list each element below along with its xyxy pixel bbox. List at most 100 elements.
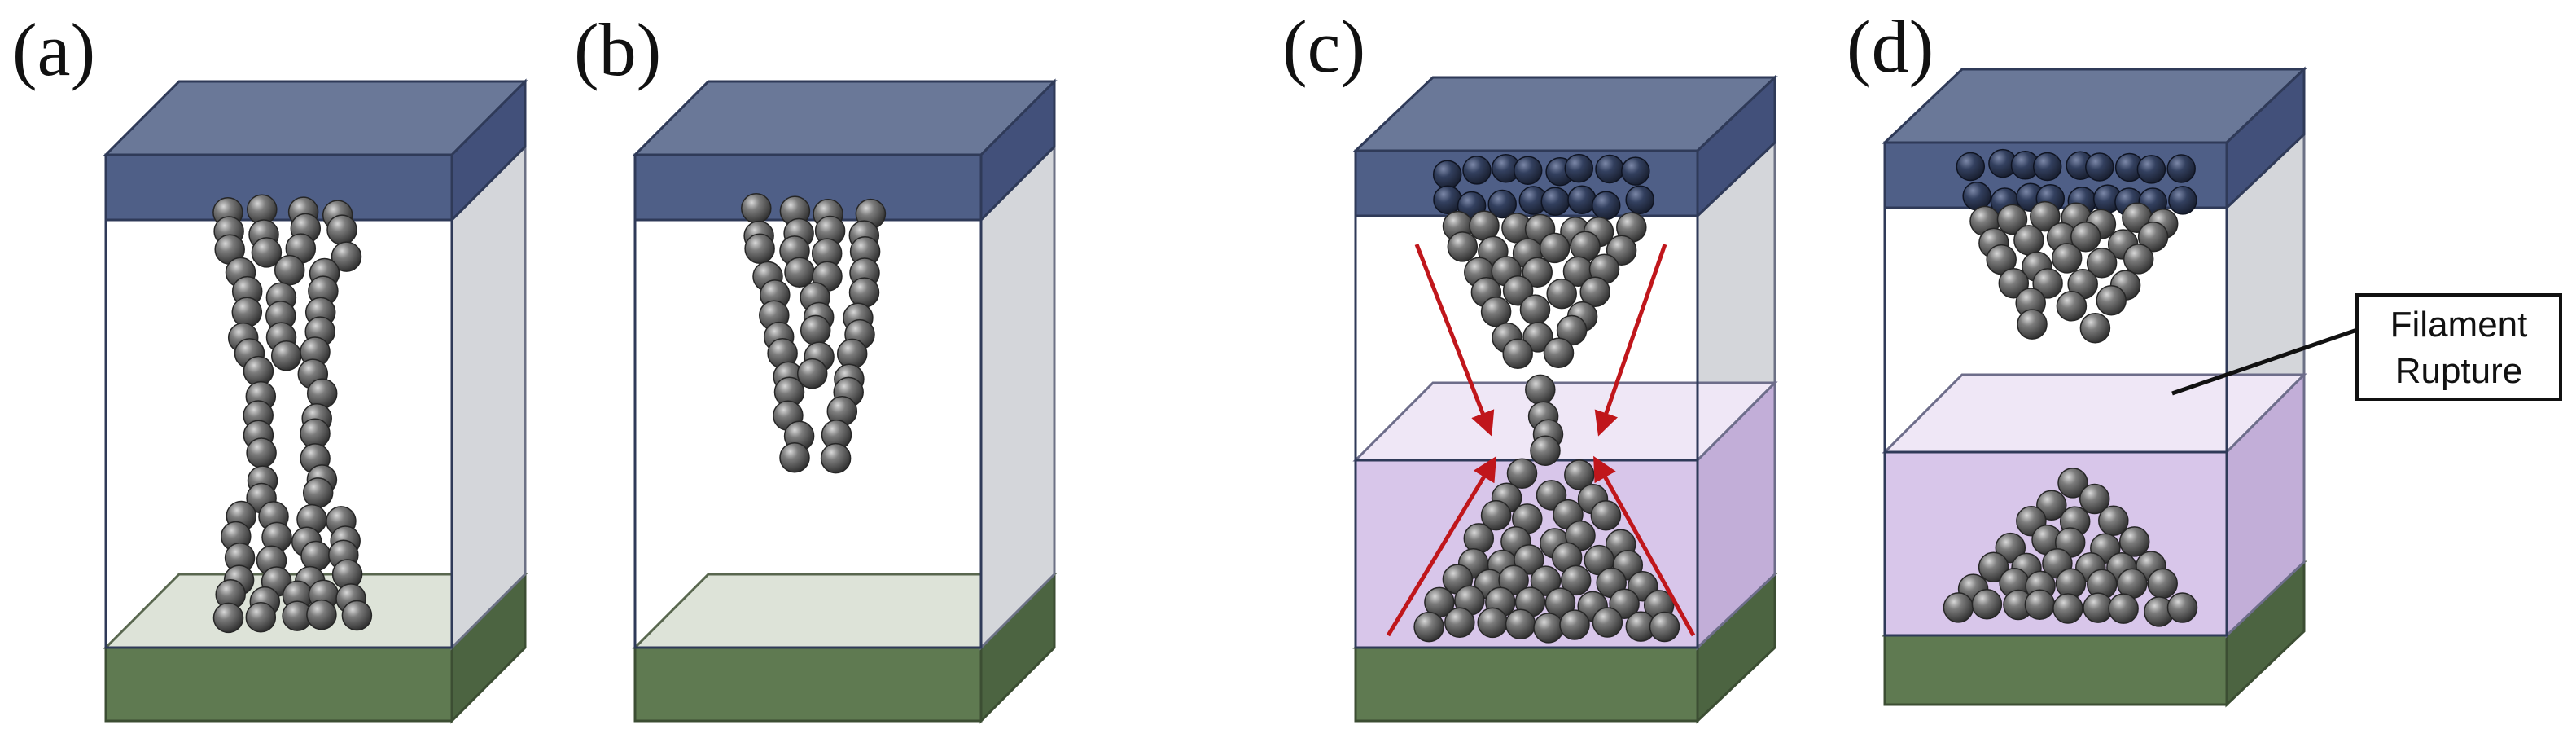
ion-particle bbox=[212, 602, 244, 634]
ion-particle bbox=[784, 257, 815, 288]
ion-particle bbox=[2052, 593, 2083, 624]
top-electrode-side bbox=[979, 78, 1056, 223]
ion-particle-dark bbox=[1432, 160, 1462, 189]
panel-d: Filament Rupture (d) bbox=[1847, 5, 2562, 708]
ion-particle bbox=[2051, 243, 2083, 274]
ion-particle bbox=[1506, 458, 1538, 490]
ion-particle bbox=[306, 599, 337, 630]
ion-particle bbox=[1560, 564, 1592, 596]
ion-particle bbox=[1477, 607, 1508, 639]
ion-particle bbox=[1996, 204, 2028, 235]
ion-particle bbox=[2123, 244, 2154, 275]
filament-particles bbox=[212, 194, 373, 634]
ion-particle bbox=[1514, 544, 1544, 575]
ion-particle bbox=[1579, 276, 1610, 308]
ion-particle-dark bbox=[1433, 185, 1462, 214]
ion-particle bbox=[800, 314, 831, 346]
ion-particle bbox=[1559, 609, 1590, 640]
ion-particle bbox=[331, 241, 362, 272]
ion-particle bbox=[2057, 468, 2088, 499]
top-electrode-front bbox=[104, 153, 453, 222]
ion-particle bbox=[1978, 551, 2009, 582]
ion-particle bbox=[1539, 232, 1571, 264]
ion-particle-dark bbox=[1591, 191, 1621, 221]
top-electrode-side bbox=[1696, 74, 1776, 219]
ion-particle-dark bbox=[2032, 152, 2062, 182]
callout-box bbox=[2355, 293, 2562, 401]
top-electrode-side bbox=[2225, 66, 2306, 211]
ion-particle bbox=[2166, 592, 2198, 623]
panel-label-b: (b) bbox=[574, 8, 661, 91]
ion-particle bbox=[2118, 526, 2150, 557]
arrow-lower-left bbox=[1386, 455, 1497, 637]
ion-particle bbox=[300, 540, 331, 572]
ion-particle-dark bbox=[1567, 185, 1597, 214]
ion-particle bbox=[246, 437, 277, 468]
panel-b: (b) bbox=[574, 8, 1058, 724]
ion-particle bbox=[1522, 257, 1553, 288]
ion-particle-dark bbox=[1595, 154, 1624, 184]
filament-particles bbox=[1413, 153, 1680, 644]
arrow-upper-left bbox=[1414, 244, 1495, 437]
dielectric-back-side bbox=[979, 143, 1056, 651]
panel-c: (c) bbox=[1282, 5, 1778, 724]
ion-particle-dark bbox=[2085, 152, 2114, 182]
filament-particles bbox=[741, 193, 887, 474]
ion-particle bbox=[1522, 322, 1553, 353]
ion-particle bbox=[2096, 285, 2127, 316]
arrow-lower-right bbox=[1593, 455, 1696, 637]
ion-particle bbox=[1543, 337, 1575, 368]
ion-particle-dark bbox=[1564, 153, 1594, 183]
ion-particle bbox=[2079, 313, 2111, 344]
ion-particle bbox=[744, 233, 775, 265]
top-electrode-side bbox=[450, 78, 527, 223]
ion-particle bbox=[274, 254, 305, 286]
ion-particle bbox=[2070, 221, 2101, 253]
ion-particle bbox=[1480, 296, 1512, 327]
arrow-upper-right bbox=[1594, 244, 1667, 437]
ion-particle bbox=[1480, 499, 1512, 531]
ion-particle-dark bbox=[2136, 155, 2166, 184]
ion-particle bbox=[1590, 499, 1622, 531]
ion-particle bbox=[848, 277, 880, 308]
ion-particle bbox=[1546, 278, 1577, 310]
ion-particle bbox=[1592, 607, 1623, 638]
ion-particle-dark bbox=[1625, 185, 1654, 214]
panel-label-a: (a) bbox=[12, 8, 95, 91]
ion-particle bbox=[1444, 607, 1475, 639]
ion-particle bbox=[2032, 268, 2063, 299]
ion-particle bbox=[2137, 221, 2169, 253]
filament-particles bbox=[1943, 148, 2198, 627]
ion-particle bbox=[2024, 589, 2056, 621]
ion-particle bbox=[1556, 314, 1588, 346]
ion-particle-dark bbox=[2166, 154, 2196, 183]
ion-particle bbox=[820, 442, 852, 474]
callout-line-1: Filament bbox=[2390, 305, 2528, 345]
ion-particle bbox=[1649, 611, 1680, 643]
ion-particle bbox=[1413, 611, 1444, 643]
ion-particle bbox=[302, 477, 334, 508]
ion-particle bbox=[796, 358, 828, 389]
ion-particle bbox=[2030, 200, 2061, 232]
callout-line-2: Rupture bbox=[2395, 351, 2523, 391]
ion-particle bbox=[2013, 225, 2044, 256]
ion-particle bbox=[2017, 309, 2048, 340]
ion-particle bbox=[1519, 294, 1551, 325]
ion-particle-dark bbox=[1956, 152, 1986, 182]
ion-particle bbox=[270, 340, 302, 371]
bottom-electrode-front bbox=[104, 646, 453, 723]
ion-particle bbox=[245, 602, 277, 633]
ion-particle bbox=[1544, 587, 1576, 618]
ion-particle bbox=[1469, 210, 1500, 241]
bottom-electrode-front bbox=[1354, 646, 1699, 723]
ion-particle-dark bbox=[1540, 187, 1571, 216]
bottom-electrode-front bbox=[1883, 634, 2228, 706]
ion-particle bbox=[2079, 483, 2110, 515]
ion-particle bbox=[779, 441, 810, 473]
ion-particle bbox=[341, 600, 373, 631]
ion-particle bbox=[1530, 435, 1561, 466]
ion-particle-dark bbox=[1513, 156, 1543, 185]
ion-particle bbox=[1502, 338, 1533, 370]
ion-particle bbox=[231, 297, 263, 327]
